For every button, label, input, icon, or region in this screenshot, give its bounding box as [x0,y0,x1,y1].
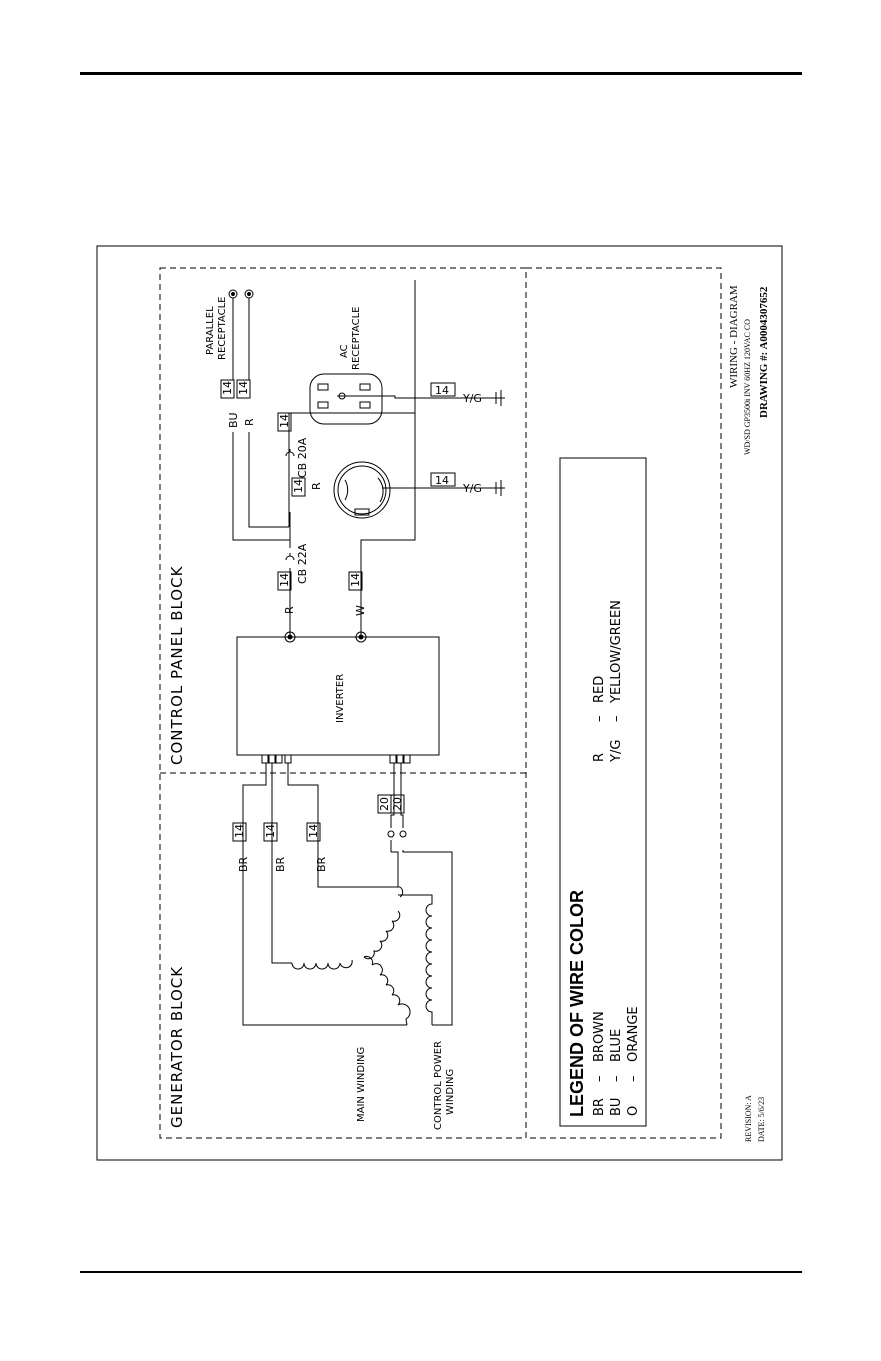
gauge-o-1: 20 [378,797,391,811]
gauge-yg-1: 14 [435,384,449,397]
wire-label-yg-2: Y/G [462,482,482,495]
control-power-winding-coil [398,894,433,1025]
legend-name: RED [592,676,607,703]
gauge-cb20a: 14 [278,414,291,428]
main-winding-label: MAIN WINDING [356,1047,367,1122]
legend-code: R [592,753,607,762]
inverter-box [236,636,440,756]
main-winding-coil [291,886,411,1026]
generator-wires [242,763,453,1026]
title-block-model: WD/SD GP3500i INV 60HZ 120VAC CO [743,319,752,455]
legend-name: BLUE [609,1029,624,1062]
wire-label-r-inverter: R [283,606,296,614]
legend-box [559,457,647,1127]
gauge-br-2: 14 [264,824,277,838]
ac-receptacle-label-2: RECEPTACLE [351,307,362,370]
control-power-winding-label-2: WINDING [445,1069,456,1115]
parallel-receptacle-label-1: PARALLEL [205,306,216,355]
legend-code: BR [592,1098,607,1116]
legend-dash: – [609,1076,624,1083]
block-outlines [159,267,722,1139]
legend-dash: – [609,716,624,723]
gauge-br-3: 14 [307,824,320,838]
legend-right-codes: R Y/G – – RED YELLOW/GREEN [592,600,624,763]
ac-duplex-receptacle [309,373,505,425]
gauge-bu: 14 [221,381,234,395]
gauge-r-main: 14 [278,573,291,587]
diagram-frame [96,245,783,1161]
generator-block-label: GENERATOR BLOCK [168,966,186,1128]
gauge-twistlock: 14 [292,479,305,493]
wire-label-br-1: BR [237,856,250,872]
gauge-boxes-generator [232,794,405,842]
parallel-receptacle-label-2: RECEPTACLE [217,297,228,360]
ground-symbols [495,390,502,496]
wire-label-r-twistlock: R [310,482,323,490]
gauge-o-2: 20 [391,797,404,811]
legend-name: YELLOW/GREEN [609,600,624,704]
legend-dash: – [592,716,607,723]
control-panel-block-label: CONTROL PANEL BLOCK [168,565,186,765]
footer-rule [80,1271,802,1273]
cb-20a-label: CB 20A [296,437,309,478]
gauge-w-main: 14 [349,573,362,587]
legend-dash: – [592,1076,607,1083]
legend-code: BU [609,1098,624,1116]
gauge-yg-2: 14 [435,474,449,487]
wire-label-br-2: BR [274,856,287,872]
parallel-receptacle [228,289,254,380]
wire-label-r-parallel: R [243,418,256,426]
control-panel-wires [232,280,416,630]
inverter-output-terminals [284,630,367,643]
ac-twistlock-receptacle [333,461,505,519]
control-power-winding-label-1: CONTROL POWER [433,1041,444,1130]
legend-code: Y/G [609,740,624,763]
gauge-br-1: 14 [233,824,246,838]
wire-label-w-inverter: W [354,605,367,616]
wire-label-yg-1: Y/G [462,392,482,405]
title-block-drawing: DRAWING #: A0004307652 [758,286,770,418]
wire-label-bu: BU [227,412,240,428]
wire-label-br-3: BR [315,856,328,872]
cb-22a-label: CB 22A [296,543,309,584]
legend-title: LEGEND OF WIRE COLOR [567,890,587,1117]
legend-name: BROWN [592,1011,607,1062]
legend-name: ORANGE [626,1006,641,1062]
legend-left-codes: BR BU O – – – BROWN BLUE ORANGE [592,1006,641,1116]
inverter-terminals [261,754,411,764]
legend-code: O [626,1106,641,1116]
title-block-date: DATE: 5/6/23 [757,1097,766,1142]
circuit-breakers [285,449,295,561]
title-block-title: WIRING - DIAGRAM [728,285,740,388]
inverter-label: INVERTER [335,674,346,723]
legend-dash: – [626,1076,641,1083]
title-block-revision: REVISION: A [744,1095,753,1142]
gauge-boxes-control [220,379,456,591]
header-rule [80,72,802,75]
gauge-r-parallel: 14 [237,381,250,395]
ac-receptacle-label-1: AC [339,344,350,358]
